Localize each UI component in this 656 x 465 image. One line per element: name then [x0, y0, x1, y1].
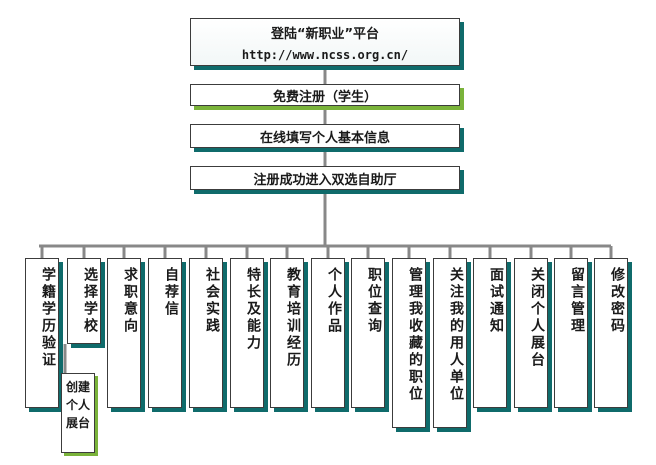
platform-title: 登陆“新职业”平台: [270, 26, 380, 42]
module-saved-jobs: 管理我收藏的职位: [392, 258, 426, 428]
module-close-booth: 关闭个人展台: [514, 258, 548, 408]
register-success-box: 注册成功进入双选自助厅: [190, 166, 460, 190]
module-change-password: 修改密码: [594, 258, 628, 408]
platform-url[interactable]: http://www.ncss.org.cn/: [241, 47, 409, 62]
module-works: 个人作品: [311, 258, 345, 408]
module-skills: 特长及能力: [230, 258, 264, 408]
module-job-search: 职位查询: [351, 258, 385, 408]
module-xueji: 学籍学历验证: [25, 258, 59, 408]
module-social-practice: 社会实践: [189, 258, 223, 408]
module-messages: 留言管理: [554, 258, 588, 408]
register-box: 免费注册（学生）: [190, 84, 460, 106]
fill-info-box: 在线填写个人基本信息: [190, 124, 460, 148]
platform-login-box: 登陆“新职业”平台 http://www.ncss.org.cn/: [190, 18, 460, 66]
module-select-school: 选择学校: [67, 258, 101, 344]
module-job-intention: 求职意向: [107, 258, 141, 408]
module-interview-notice: 面试通知: [473, 258, 507, 408]
module-education: 教育培训经历: [270, 258, 304, 408]
module-cover-letter: 自荐信: [148, 258, 182, 408]
module-followed-employers: 关注我的用人单位: [433, 258, 467, 428]
sub-module-create-booth: 创建个人展台: [61, 373, 95, 453]
